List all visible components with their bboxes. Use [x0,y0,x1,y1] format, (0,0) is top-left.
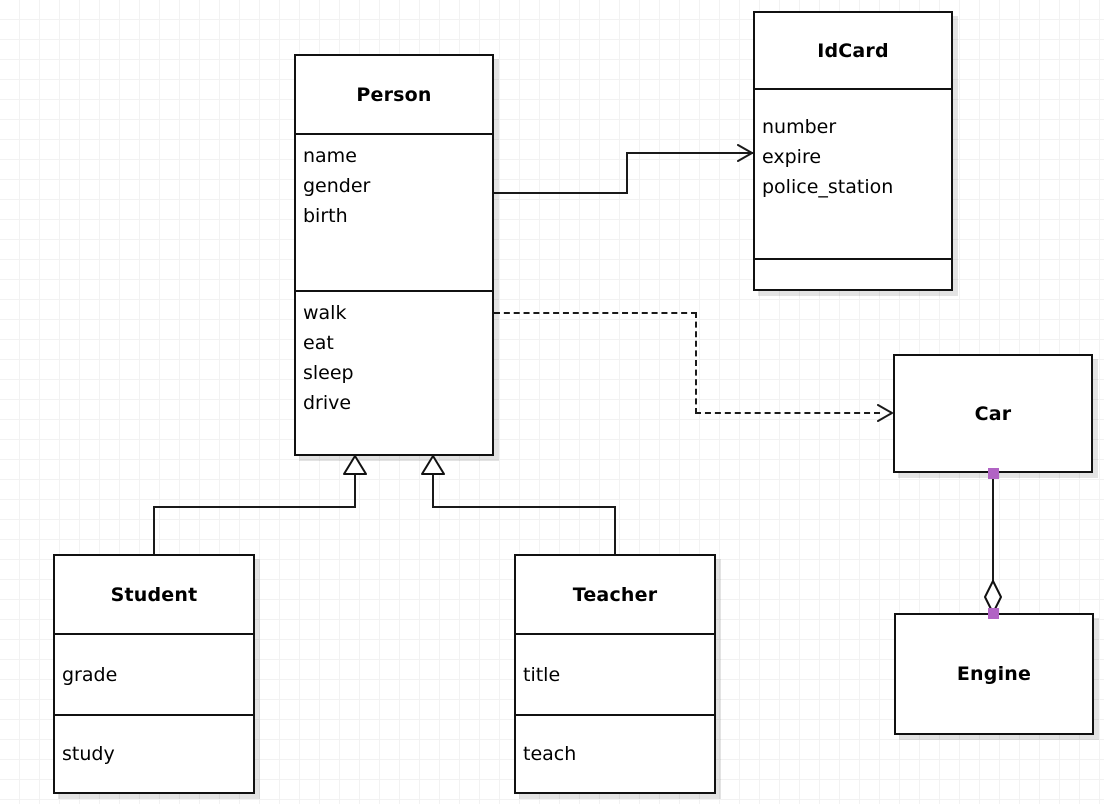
assoc-person-idcard-seg2[interactable] [626,152,628,194]
attribute-item: title [523,663,561,686]
gen-student-person-seg-h[interactable] [153,506,356,508]
class-title-car: Car [974,402,1012,425]
class-operations-idcard[interactable] [755,258,951,289]
class-box-teacher[interactable]: Teacher title teach [514,554,716,794]
assoc-person-idcard-arrowhead [737,144,753,162]
gen-student-person-seg-up[interactable] [354,474,356,508]
attribute-item: birth [303,205,348,227]
class-box-person[interactable]: Person name gender birth walk eat sleep … [294,54,494,456]
attribute-item: grade [62,663,118,686]
attribute-item: expire [762,146,822,168]
class-title-person: Person [356,83,432,106]
operation-item: sleep [303,362,354,384]
attribute-item: police_station [762,176,894,198]
class-title-teacher: Teacher [572,583,658,606]
gen-teacher-person-seg-h[interactable] [432,506,616,508]
gen-student-person-seg-down[interactable] [153,506,155,556]
class-title-idcard: IdCard [817,39,889,62]
class-box-engine[interactable]: Engine [894,613,1094,735]
assoc-person-idcard-seg1[interactable] [494,192,628,194]
operation-item: study [62,743,115,765]
attribute-item: number [762,116,837,138]
assoc-person-idcard-seg3[interactable] [626,152,753,154]
operation-item: drive [303,392,352,414]
class-operations-student[interactable]: study [55,714,253,792]
class-title-engine: Engine [956,663,1032,685]
attribute-item: name [303,145,357,167]
connection-handle-car[interactable] [988,468,999,479]
dep-person-car-arrowhead [877,404,893,422]
class-box-student[interactable]: Student grade study [53,554,255,794]
class-attributes-idcard[interactable]: number expire police_station [755,88,951,258]
operation-item: walk [303,302,347,324]
operation-item: teach [523,743,577,765]
class-attributes-teacher[interactable]: title [516,633,714,714]
operation-item: eat [303,332,334,354]
class-operations-teacher[interactable]: teach [516,714,714,792]
dep-person-car-seg1[interactable] [494,312,697,314]
attribute-item: gender [303,175,371,197]
gen-teacher-person-seg-up[interactable] [432,474,434,508]
class-box-car[interactable]: Car [893,354,1093,473]
dep-person-car-seg2[interactable] [695,312,697,414]
gen-student-person-triangle [343,455,367,475]
gen-teacher-person-seg-down[interactable] [614,506,616,556]
class-attributes-student[interactable]: grade [55,633,253,714]
agg-car-engine-line[interactable] [992,471,994,587]
class-operations-person[interactable]: walk eat sleep drive [296,290,492,454]
dep-person-car-seg3[interactable] [695,412,880,414]
class-title-student: Student [110,583,198,606]
connection-handle-engine[interactable] [988,608,999,619]
class-box-idcard[interactable]: IdCard number expire police_station [753,11,953,291]
gen-teacher-person-triangle [421,455,445,475]
class-attributes-person[interactable]: name gender birth [296,133,492,290]
